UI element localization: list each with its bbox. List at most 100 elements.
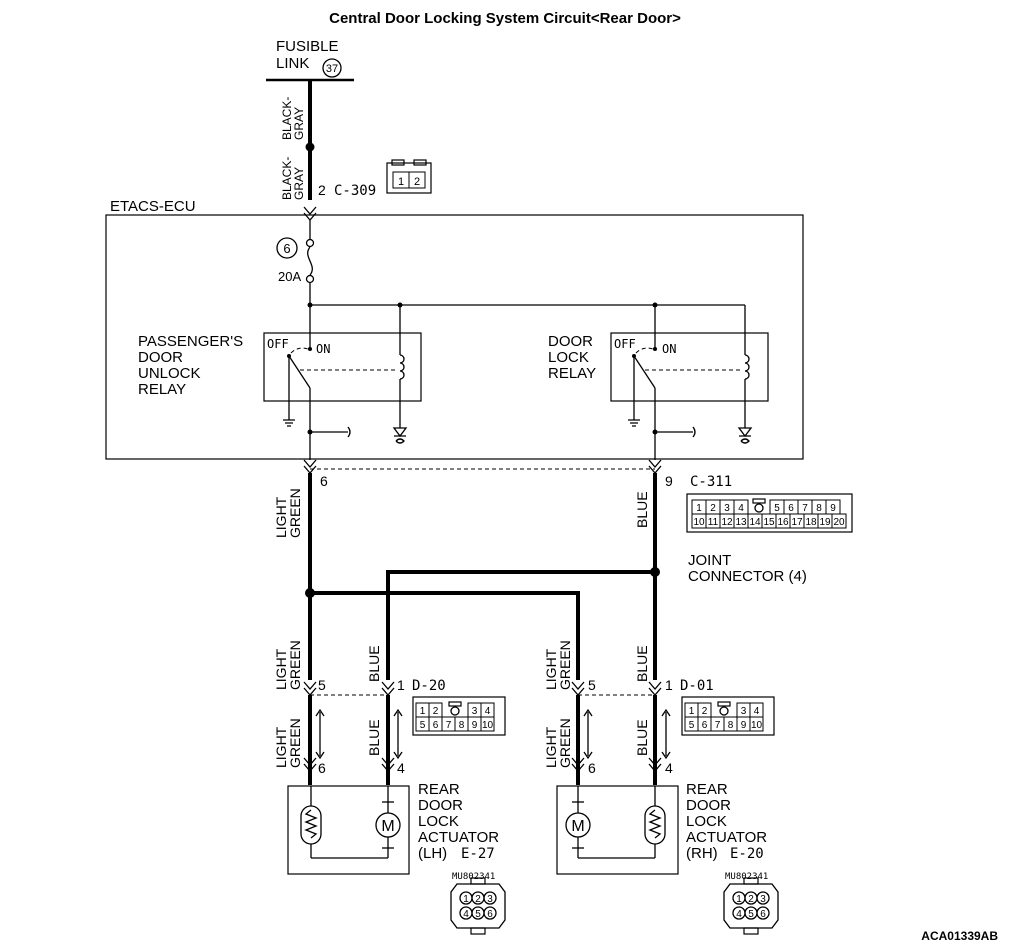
part-number: MU802341 [452, 872, 495, 882]
wire-color-label: BLUE [634, 719, 650, 756]
connector-pin: 9 [830, 503, 836, 514]
relay-label: DOOR [548, 333, 593, 350]
connector-pin: 12 [721, 517, 733, 528]
actuator-label: (LH) [418, 845, 447, 862]
relay-on-label: ON [662, 342, 676, 356]
connector-pin-number: 1 [397, 677, 405, 693]
door-lock-relay: DOOR LOCK RELAY OFF ON [548, 305, 769, 460]
fusible-link-label: FUSIBLE [276, 38, 339, 55]
connector-pin: 16 [777, 517, 789, 528]
connector-pin-number: 9 [665, 473, 673, 489]
wire-color-label: GREEN [557, 640, 573, 690]
connector-pin: 7 [802, 503, 808, 514]
joint-connector-label: CONNECTOR (4) [688, 568, 807, 585]
relay-label: RELAY [548, 365, 596, 382]
connector-pin-number: 2 [318, 182, 326, 198]
connector-pin: 1 [463, 894, 469, 905]
ecu-label: ETACS-ECU [110, 198, 196, 215]
connector-pin: 1 [689, 706, 695, 717]
connector-pin: 6 [702, 720, 708, 731]
connector-pin: 7 [446, 720, 452, 731]
connector-pin: 5 [774, 503, 780, 514]
actuator-label: ACTUATOR [686, 829, 767, 846]
wire-color-label: LIGHT [273, 648, 289, 690]
wire-color-label: BLUE [366, 645, 382, 682]
joint-connector-label: JOINT [688, 552, 731, 569]
connector-pin-number: 5 [588, 677, 596, 693]
actuator-label: REAR [686, 781, 728, 798]
connector-pin: 14 [749, 517, 761, 528]
rear-door-lock-actuator-rh: M REAR DOOR LOCK ACTUATOR (RH) E-20 [556, 781, 767, 875]
connector-pin: 3 [741, 706, 747, 717]
connector-pin: 4 [485, 706, 491, 717]
connector-pin: 2 [702, 706, 708, 717]
fuse-number: 6 [283, 241, 290, 256]
connector-pin: 2 [414, 176, 420, 188]
connector-pin: 2 [748, 894, 754, 905]
light-green-cross-wire [310, 591, 580, 680]
connector-pin: 8 [728, 720, 734, 731]
connector-pin: 5 [689, 720, 695, 731]
connector-pin: 20 [833, 517, 845, 528]
wire-color-label: GRAY [292, 167, 306, 200]
connector-pin: 3 [760, 894, 766, 905]
actuator-label: DOOR [686, 797, 731, 814]
wire-color-label: LIGHT [543, 648, 559, 690]
connector-pin: 2 [475, 894, 481, 905]
connector-pin: 8 [816, 503, 822, 514]
connector-pin-number: 6 [588, 760, 596, 776]
connector-id-c309: C-309 [334, 183, 376, 199]
wire-color-label: GREEN [557, 718, 573, 768]
connector-pin: 10 [693, 517, 705, 528]
connector-c309-icon: 1 2 [386, 159, 432, 194]
connector-pin: 3 [724, 503, 730, 514]
connector-pin: 15 [763, 517, 775, 528]
relay-label: DOOR [138, 349, 183, 366]
relay-off-label: OFF [614, 337, 636, 351]
connector-pin: 6 [788, 503, 794, 514]
connector-pin-number: 1 [665, 677, 673, 693]
connector-pin: 1 [420, 706, 426, 717]
relay-label: RELAY [138, 381, 186, 398]
connector-pin: 1 [398, 176, 404, 188]
wire-color-label: GREEN [287, 640, 303, 690]
connector-pin: 4 [736, 909, 742, 920]
connector-pin: 9 [741, 720, 747, 731]
actuator-label: ACTUATOR [418, 829, 499, 846]
connector-pin: 5 [748, 909, 754, 920]
connector-pin-number: 6 [320, 473, 328, 489]
wire-color-label: GRAY [292, 107, 306, 140]
connector-pin: 3 [472, 706, 478, 717]
fusible-link: FUSIBLE LINK 37 [266, 38, 354, 82]
passenger-door-unlock-relay: PASSENGER'S DOOR UNLOCK RELAY OFF ON [138, 305, 422, 460]
wire-color-label: GREEN [287, 488, 303, 538]
connector-pin: 17 [791, 517, 803, 528]
connector-pin: 1 [736, 894, 742, 905]
actuator-label: LOCK [418, 813, 459, 830]
actuator-label: REAR [418, 781, 460, 798]
splice-point [305, 142, 315, 152]
connector-pin: 6 [760, 909, 766, 920]
wire-color-label: BLUE [634, 491, 650, 528]
diagram-title: Central Door Locking System Circuit<Rear… [329, 10, 681, 27]
connector-pin: 13 [735, 517, 747, 528]
connector-pin: 6 [487, 909, 493, 920]
relay-label: LOCK [548, 349, 589, 366]
connector-pin: 10 [482, 720, 494, 731]
connector-pin: 9 [472, 720, 478, 731]
actuator-label: (RH) [686, 845, 718, 862]
motor-icon: M [381, 818, 394, 835]
fusible-link-label-2: LINK [276, 55, 309, 72]
connector-pin: 1 [696, 503, 702, 514]
connector-pin: 8 [459, 720, 465, 731]
connector-pin: 4 [738, 503, 744, 514]
wire-color-label: BLACK- [280, 157, 294, 200]
connector-pin: 6 [433, 720, 439, 731]
junction-dot [305, 588, 315, 598]
rear-door-lock-actuator-lh: M REAR DOOR LOCK ACTUATOR (LH) E-27 [287, 781, 499, 875]
